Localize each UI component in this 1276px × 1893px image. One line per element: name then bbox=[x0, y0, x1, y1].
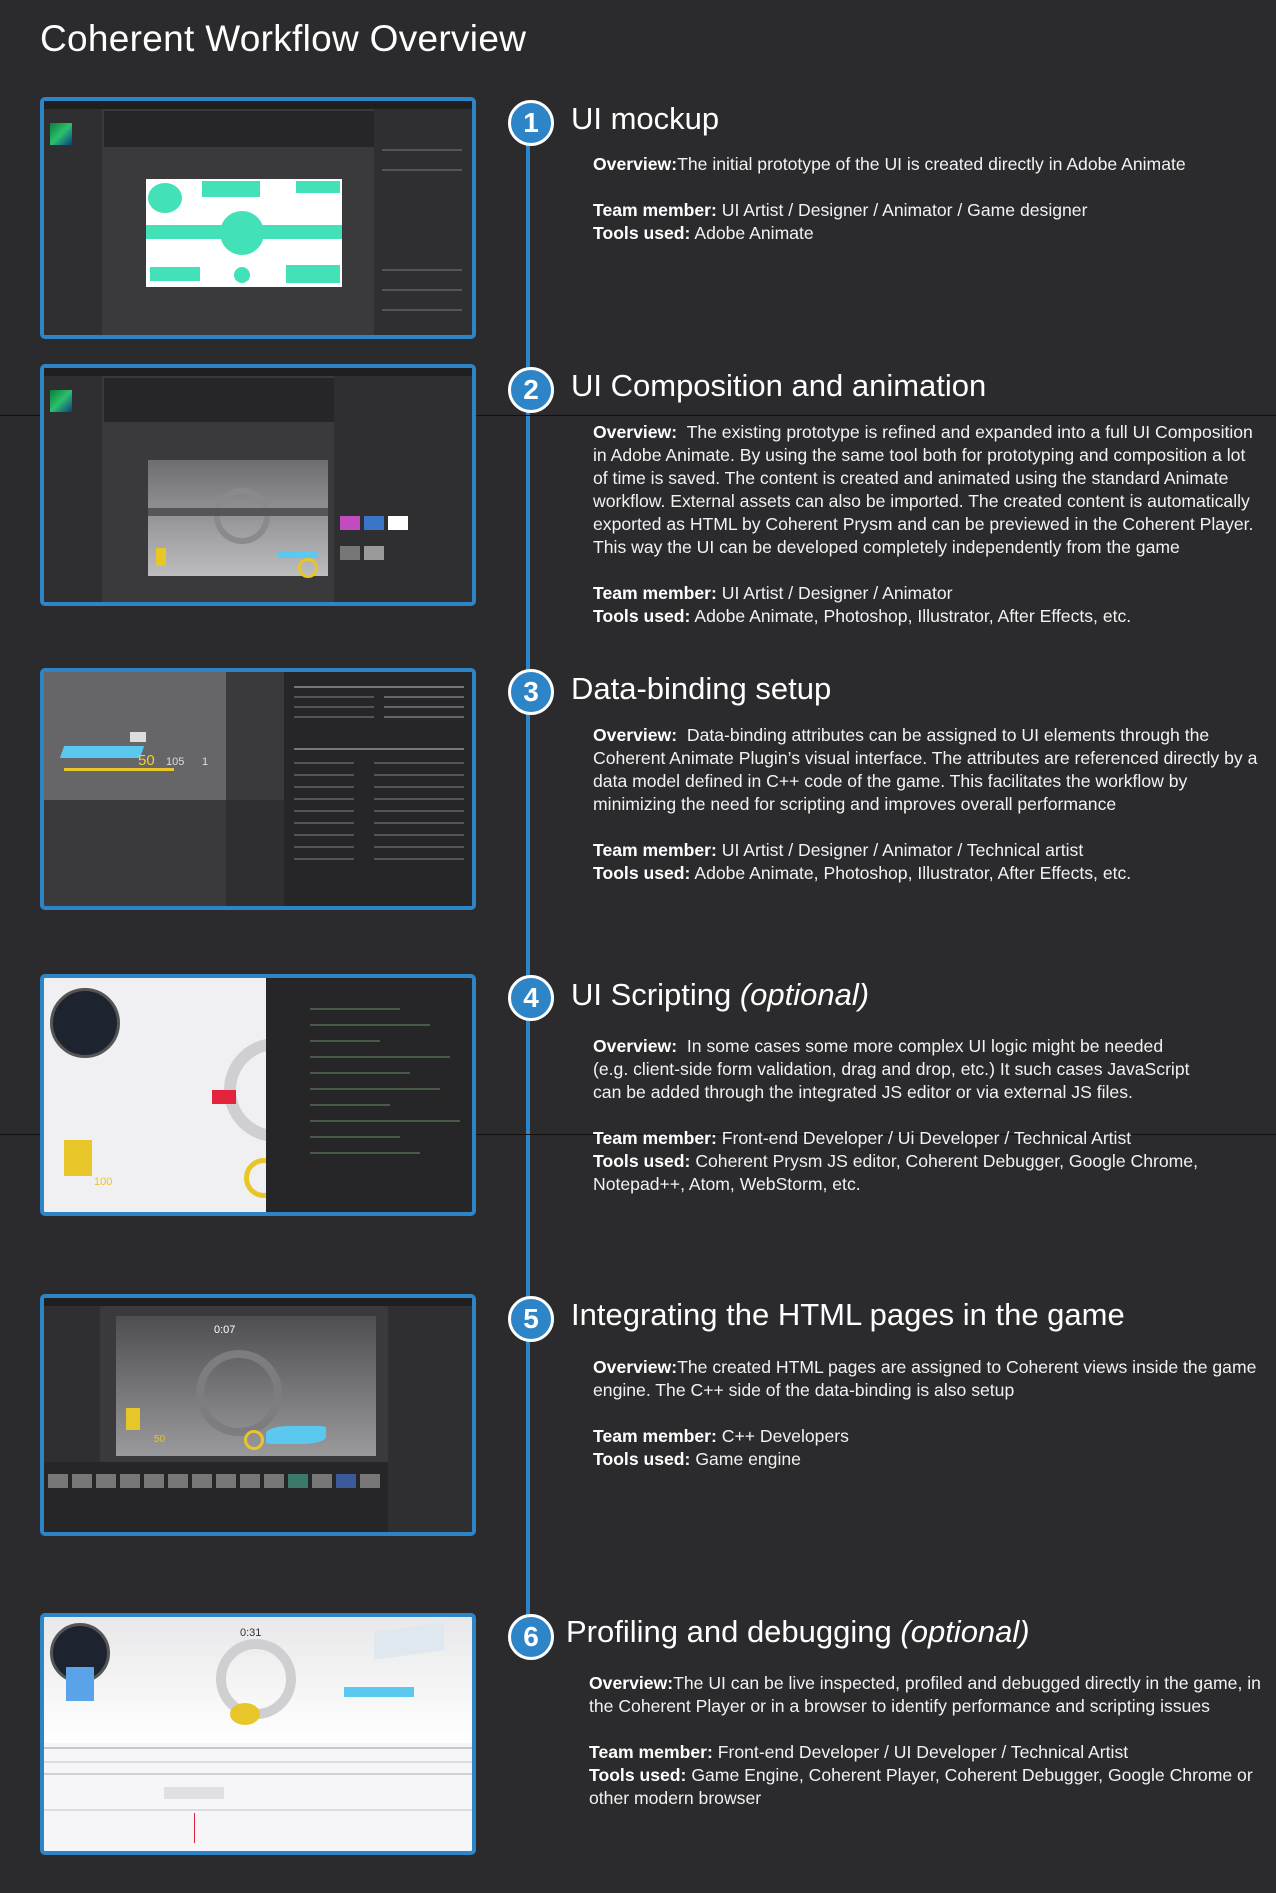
js-editor-panel bbox=[266, 978, 472, 1212]
debugger-panel bbox=[44, 1743, 472, 1851]
step-6-screenshot: 0:31 bbox=[40, 1613, 476, 1855]
timeline-panel bbox=[104, 378, 334, 422]
step-1-description: Overview:The initial prototype of the UI… bbox=[593, 154, 1186, 243]
step-6-title: Profiling and debugging (optional) bbox=[566, 1614, 1030, 1649]
data-binding-panel bbox=[284, 672, 472, 906]
step-3-badge: 3 bbox=[508, 669, 554, 715]
tools-panel bbox=[44, 376, 102, 602]
step-2-badge: 2 bbox=[508, 367, 554, 413]
step-5-screenshot: 0:07 50 bbox=[40, 1294, 476, 1536]
step-4-badge: 4 bbox=[508, 975, 554, 1021]
mockup-shape bbox=[296, 181, 340, 193]
app-menubar bbox=[44, 368, 472, 376]
step-3-description: Overview: Data-binding attributes can be… bbox=[593, 725, 1258, 883]
ammo-count: 50 bbox=[154, 1434, 166, 1445]
tools-panel bbox=[44, 109, 102, 335]
match-timer: 0:31 bbox=[240, 1627, 262, 1639]
ammo-count: 50 bbox=[138, 752, 155, 769]
step-1-badge: 1 bbox=[508, 100, 554, 146]
properties-panel bbox=[334, 376, 472, 602]
mockup-shape bbox=[286, 265, 340, 283]
step-6-badge: 6 bbox=[508, 1614, 554, 1660]
divider-line bbox=[0, 1134, 1276, 1135]
hud-preview: 50 105 1 bbox=[44, 672, 226, 800]
mockup-shape bbox=[148, 183, 182, 213]
step-1-title: UI mockup bbox=[571, 101, 720, 136]
step-2-title: UI Composition and animation bbox=[571, 368, 987, 403]
hud-preview bbox=[148, 460, 328, 578]
properties-panel bbox=[374, 109, 472, 335]
step-3-title: Data-binding setup bbox=[571, 671, 832, 706]
reserve-count: 105 bbox=[166, 756, 185, 768]
hud-preview: 0:31 bbox=[44, 1617, 472, 1743]
mockup-shape bbox=[234, 267, 250, 283]
step-5-description: Overview:The created HTML pages are assi… bbox=[593, 1357, 1257, 1469]
timeline-panel bbox=[104, 111, 374, 147]
ammo-count: 100 bbox=[94, 1176, 113, 1188]
app-menubar bbox=[44, 1298, 472, 1306]
color-picker-icon bbox=[50, 123, 72, 145]
step-5-title: Integrating the HTML pages in the game bbox=[571, 1297, 1125, 1332]
step-2-description: Overview: The existing prototype is refi… bbox=[593, 422, 1254, 626]
game-viewport: 0:07 50 bbox=[116, 1316, 376, 1456]
app-menubar bbox=[44, 101, 472, 109]
content-browser bbox=[44, 1462, 388, 1532]
match-timer: 0:07 bbox=[214, 1324, 236, 1336]
step-4-description: Overview: In some cases some more comple… bbox=[593, 1036, 1198, 1194]
page-title: Coherent Workflow Overview bbox=[40, 18, 527, 59]
step-4-screenshot: 100 bbox=[40, 974, 476, 1216]
timeline-line bbox=[526, 120, 530, 1650]
mockup-shape bbox=[220, 211, 264, 255]
step-1-screenshot bbox=[40, 97, 476, 339]
step-5-badge: 5 bbox=[508, 1296, 554, 1342]
divider-line bbox=[0, 415, 1276, 416]
outliner-panel bbox=[388, 1306, 472, 1532]
step-4-title: UI Scripting (optional) bbox=[571, 977, 870, 1012]
modes-panel bbox=[44, 1306, 100, 1462]
mockup-shape bbox=[150, 267, 200, 281]
step-6-description: Overview:The UI can be live inspected, p… bbox=[589, 1673, 1261, 1808]
item-count: 1 bbox=[202, 756, 209, 768]
mockup-shape bbox=[202, 181, 260, 197]
color-picker-icon bbox=[50, 390, 72, 412]
step-2-screenshot bbox=[40, 364, 476, 606]
step-3-screenshot: 50 105 1 bbox=[40, 668, 476, 910]
mockup-canvas bbox=[146, 179, 342, 287]
